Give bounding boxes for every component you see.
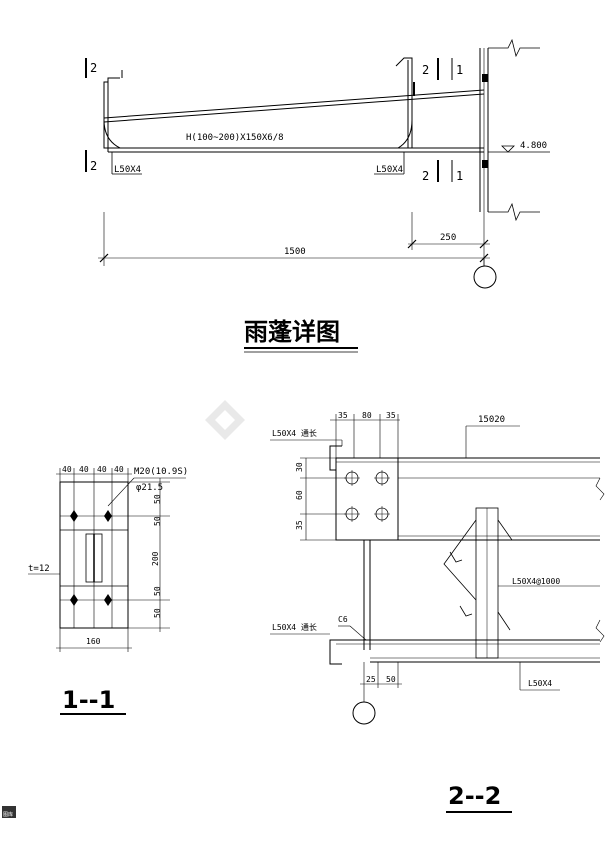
bolt-circles xyxy=(344,470,390,522)
section-mark-2-bottom: 2 xyxy=(90,159,97,173)
section-1-1-title: 1--1 xyxy=(62,686,115,714)
section-mark-2-right-bottom: 2 xyxy=(422,169,429,183)
dim-top-40-2: 40 xyxy=(79,465,89,474)
bolt-group xyxy=(70,510,112,606)
section-2-2: 35 80 35 xyxy=(270,411,605,813)
dim-right-50-3: 50 xyxy=(153,586,162,596)
section-2-2-title: 2--2 xyxy=(448,782,501,810)
dim-right-200: 200 xyxy=(151,551,160,566)
dim-1500: 1500 xyxy=(284,247,306,257)
drawing-title: 雨蓬详图 xyxy=(244,318,358,353)
title-text: 雨蓬详图 xyxy=(244,318,340,346)
corner-stamp: 图库 xyxy=(2,806,16,818)
dim-top-40-4: 40 xyxy=(114,465,124,474)
section-1-1: 40 40 40 40 50 50 200 50 50 M20(10.9S) xyxy=(28,465,188,715)
dim-width-160: 160 xyxy=(86,637,101,646)
angle-left-label: L50X4 xyxy=(114,165,141,175)
dim-bottom-25: 25 xyxy=(366,675,376,684)
member-top-label: 15020 xyxy=(478,415,505,425)
dim-top-80: 80 xyxy=(362,411,372,420)
elevation-view: 2 2 H(100~200)X150X6/8 L50X4 L50X4 2 1 2 xyxy=(85,38,550,289)
corner-stamp-text: 图库 xyxy=(3,811,13,818)
dim-left-60: 60 xyxy=(295,490,304,500)
dim-top-40-1: 40 xyxy=(62,465,72,474)
beam-label: H(100~200)X150X6/8 xyxy=(186,133,284,143)
dim-top-40-3: 40 xyxy=(97,465,107,474)
dim-right-50-4: 50 xyxy=(153,608,162,618)
angle-br-label: L50X4 xyxy=(528,679,552,688)
bolt-spec: M20(10.9S) xyxy=(134,467,188,477)
section-mark-1-right-top: 1 xyxy=(456,63,463,77)
brace-label: L50X4@1000 xyxy=(512,577,560,586)
dim-left-30: 30 xyxy=(295,462,304,472)
dim-right-50-1: 50 xyxy=(153,494,162,504)
plate-thickness: t=12 xyxy=(28,564,50,574)
dim-top-35-2: 35 xyxy=(386,411,396,420)
section-mark-2-top: 2 xyxy=(90,61,97,75)
section-mark-1-right-bottom: 1 xyxy=(456,169,463,183)
elevation-value: 4.800 xyxy=(520,141,547,151)
section-mark-2-right-top: 2 xyxy=(422,63,429,77)
dim-250: 250 xyxy=(440,233,456,243)
hole-dia: φ21.5 xyxy=(136,483,163,493)
angle-bottom-label: L50X4 通长 xyxy=(272,622,317,632)
dim-top-35-1: 35 xyxy=(338,411,348,420)
watermark-logo xyxy=(205,400,245,440)
angle-right-label: L50X4 xyxy=(376,165,403,175)
dim-left-35: 35 xyxy=(295,520,304,530)
dim-right-50-2: 50 xyxy=(153,516,162,526)
plate-c6: C6 xyxy=(338,615,348,624)
dim-bottom-50: 50 xyxy=(386,675,396,684)
angle-top-label: L50X4 通长 xyxy=(272,428,317,438)
